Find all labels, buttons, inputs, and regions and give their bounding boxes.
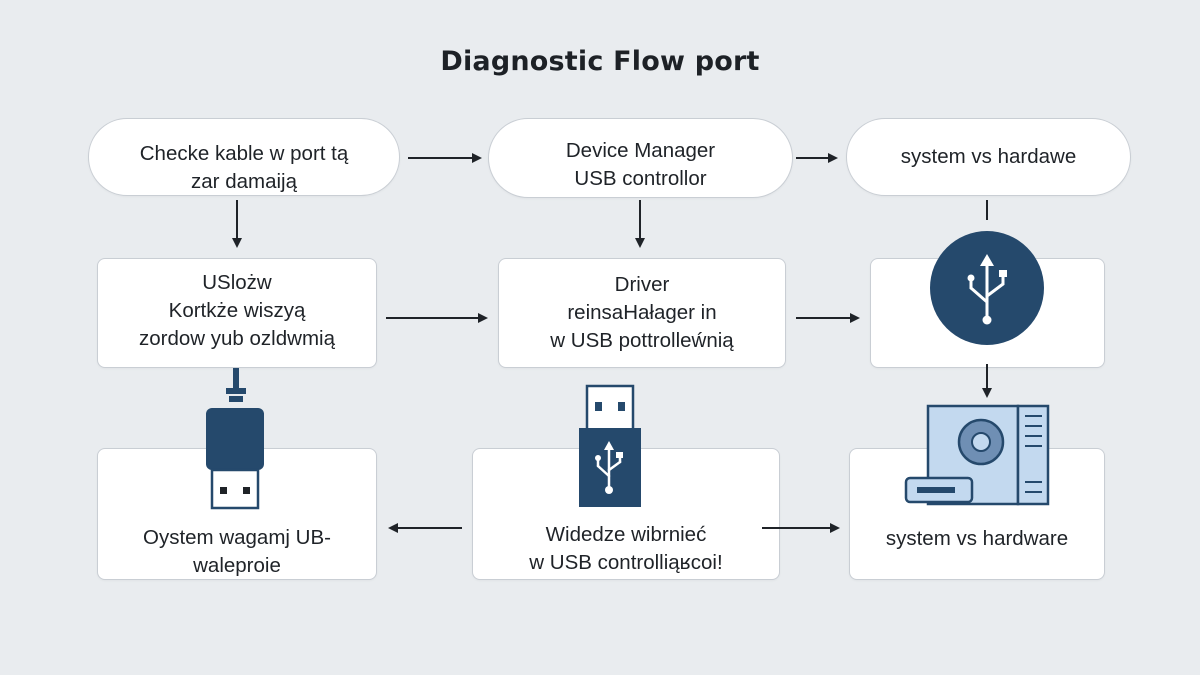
node-usloz-line-3: zordow yub ozldwmią [139,327,335,350]
node-usloz-label: USlożw Kortkże wiszyą zordow yub ozldwmi… [98,269,376,353]
node-oystem-label: Oystem wagamj UB- waleproie [98,524,376,580]
node-system-vs-hardawe: system vs hardawe [846,118,1131,196]
node-system-vs-hardawe-label: system vs hardawe [847,143,1130,171]
node-check-cable-label: Checke kable w port tą zar damaiją [89,140,399,196]
node-driver-line-1: Driver [614,273,670,296]
diagram-title: Diagnostic Flow port [440,46,760,77]
node-oystem-line-1: Oystem wagamj UB- [143,526,331,549]
node-driver-label: Driver reinsaHałager in w USB pottrolleẃ… [499,271,785,355]
node-system-vs-hardware-label: system vs hardware [850,525,1104,553]
node-driver: Driver reinsaHałager in w USB pottrolleẃ… [498,258,786,368]
node-widedze: Widedze wibrnieć w USB controlliąʁcoi! [472,448,780,580]
node-widedze-label: Widedze wibrnieć w USB controlliąʁcoi! [473,521,779,577]
node-oystem: Oystem wagamj UB- waleproie [97,448,377,580]
node-system-vs-hardawe-line-1: system vs hardawe [900,145,1077,168]
node-device-manager-line-2: USB controllor [574,167,707,190]
node-device-manager: Device Manager USB controllor [488,118,793,198]
node-system-vs-hardware: system vs hardware [849,448,1105,580]
node-check-cable-line-1: Checke kable w port tą [139,142,349,165]
node-check-cable-line-2: zar damaiją [191,170,297,193]
node-oystem-line-2: waleproie [193,554,281,577]
node-device-manager-line-1: Device Manager [565,139,716,162]
node-usloz: USlożw Kortkże wiszyą zordow yub ozldwmi… [97,258,377,368]
node-usloz-line-1: USlożw [202,271,272,294]
node-driver-line-2: reinsaHałager in [567,301,717,324]
node-widedze-line-1: Widedze wibrnieć [545,523,707,546]
node-device-manager-label: Device Manager USB controllor [489,137,792,193]
node-check-cable: Checke kable w port tą zar damaiją [88,118,400,196]
node-system-vs-hardware-line-1: system vs hardware [885,527,1069,550]
node-usb-icon-box [870,258,1105,368]
node-widedze-line-2: w USB controlliąʁcoi! [529,551,723,574]
node-driver-line-3: w USB pottrolleẃnią [550,329,734,352]
node-usloz-line-2: Kortkże wiszyą [168,299,306,322]
